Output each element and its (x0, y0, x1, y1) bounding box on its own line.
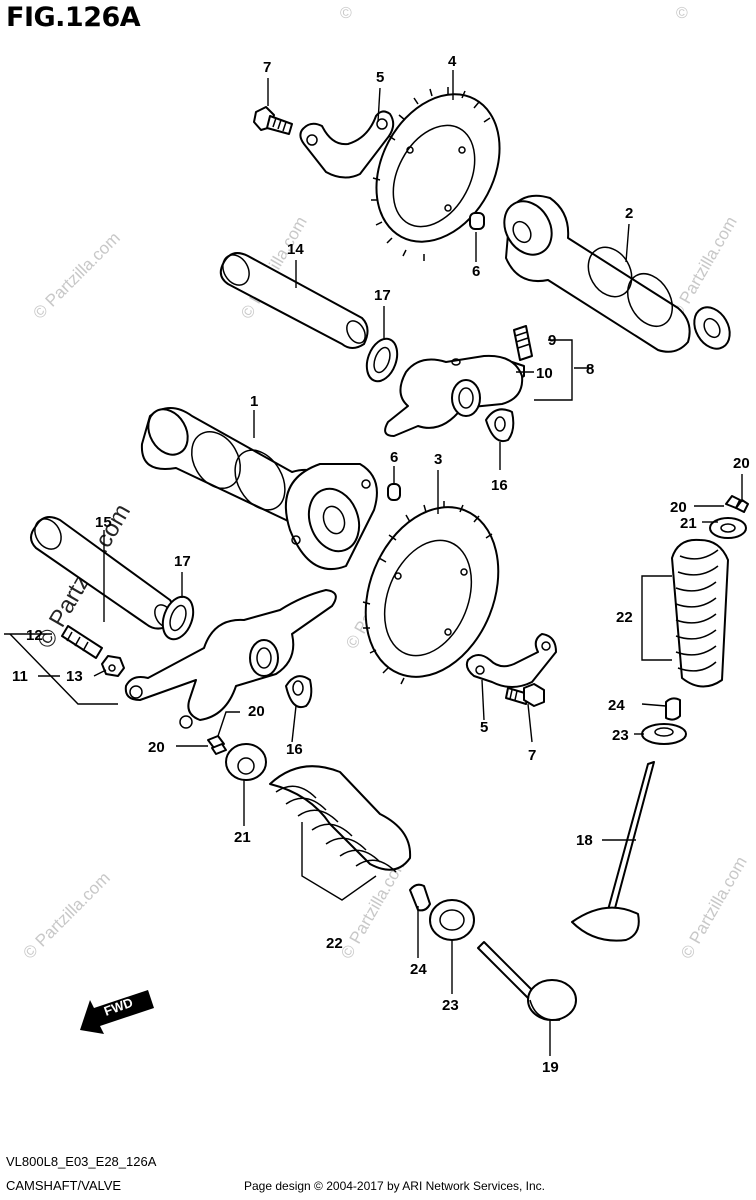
valve-stem-seal-lower (409, 883, 431, 912)
watermark: © Partzilla.com (667, 213, 741, 322)
callout-8: 8 (586, 361, 594, 378)
callout-6: 6 (390, 449, 398, 466)
valve-stem-seal-right (665, 697, 681, 721)
valve-cotter-lower (207, 735, 227, 755)
callout-21: 21 (680, 515, 697, 532)
rocker-arm-upper (384, 354, 524, 437)
valve-spring-seat-right (641, 723, 687, 745)
tappet-adjusting-screw-lower (61, 625, 103, 659)
model-code: VL800L8_E03_E28_126A (6, 1154, 157, 1169)
rocker-arm-lower (124, 589, 337, 729)
exhaust-valve (571, 761, 655, 942)
section-name: CAMSHAFT/VALVE (6, 1178, 122, 1193)
callout-1: 1 (250, 393, 258, 410)
callout-6: 6 (472, 263, 480, 280)
callout-10: 10 (536, 365, 553, 382)
leader-lines (4, 70, 743, 1056)
page-credit: Page design © 2004-2017 by ARI Network S… (244, 1179, 546, 1193)
callout-24: 24 (410, 961, 427, 978)
callout-23: 23 (442, 997, 459, 1014)
watermark: © Partzilla.com (29, 228, 123, 322)
cam-chain-guide-plate-upper (299, 110, 395, 179)
watermark: © Partzilla.com (677, 853, 751, 962)
callout-15: 15 (95, 514, 112, 531)
cam-sprocket-middle (362, 501, 500, 685)
fwd-arrow: FWD (80, 990, 154, 1034)
callout-20: 20 (248, 703, 265, 720)
intake-valve (477, 941, 577, 1021)
callout-4: 4 (448, 53, 457, 70)
callout-7: 7 (263, 59, 271, 76)
valve-cotter-right (725, 495, 749, 513)
rocker-arm-shaft-upper (219, 252, 369, 349)
callout-11: 11 (12, 668, 28, 685)
dowel-pin-middle (387, 483, 401, 501)
washer-upper (365, 337, 399, 383)
callout-20: 20 (733, 455, 750, 472)
dowel-pin-upper (469, 212, 485, 230)
watermark: © Partzilla.com (337, 853, 411, 962)
callout-22: 22 (326, 935, 343, 952)
callout-17: 17 (374, 287, 391, 304)
watermark-copyright-mark: © (676, 5, 688, 22)
callout-14: 14 (287, 241, 304, 258)
callout-9: 9 (548, 332, 556, 349)
cam-sprocket-upper (371, 87, 501, 261)
camshaft-upper (503, 194, 731, 353)
callout-labels: 7 5 4 2 14 6 17 9 8 10 1 6 3 16 20 20 21… (12, 53, 750, 1076)
callout-2: 2 (625, 205, 633, 222)
callout-12: 12 (26, 627, 43, 644)
bolt-7-upper (253, 106, 293, 135)
valve-spring-seat-lower (429, 899, 475, 941)
callout-7: 7 (528, 747, 536, 764)
bolt-7-middle (505, 683, 545, 707)
thrust-plate-lower (285, 675, 313, 708)
watermark-copyright-mark: © (340, 5, 352, 22)
valve-spring-retainer-right (709, 517, 747, 539)
valve-spring-lower (269, 765, 412, 873)
camshaft-middle (140, 407, 378, 571)
callout-3: 3 (434, 451, 442, 468)
callout-16: 16 (286, 741, 303, 758)
callout-16: 16 (491, 477, 508, 494)
callout-24: 24 (608, 697, 625, 714)
valve-spring-right (671, 538, 729, 688)
callout-21: 21 (234, 829, 251, 846)
lock-nut-lower (101, 655, 125, 677)
callout-17: 17 (174, 553, 191, 570)
figure-title: FIG.126A (6, 2, 141, 33)
callout-13: 13 (66, 668, 83, 685)
thrust-plate-upper (485, 408, 515, 442)
callout-18: 18 (576, 832, 593, 849)
callout-20: 20 (148, 739, 165, 756)
washer-lower (161, 595, 195, 641)
callout-5: 5 (376, 69, 384, 86)
callout-23: 23 (612, 727, 629, 744)
callout-22: 22 (616, 609, 633, 626)
callout-5: 5 (480, 719, 488, 736)
callout-19: 19 (542, 1059, 559, 1076)
watermark: © Partzilla.com (19, 868, 113, 962)
callout-20: 20 (670, 499, 687, 516)
tappet-adjusting-screw-upper (513, 325, 533, 361)
valve-spring-retainer-lower (225, 743, 267, 781)
cam-chain-guide-plate-middle (465, 633, 557, 688)
